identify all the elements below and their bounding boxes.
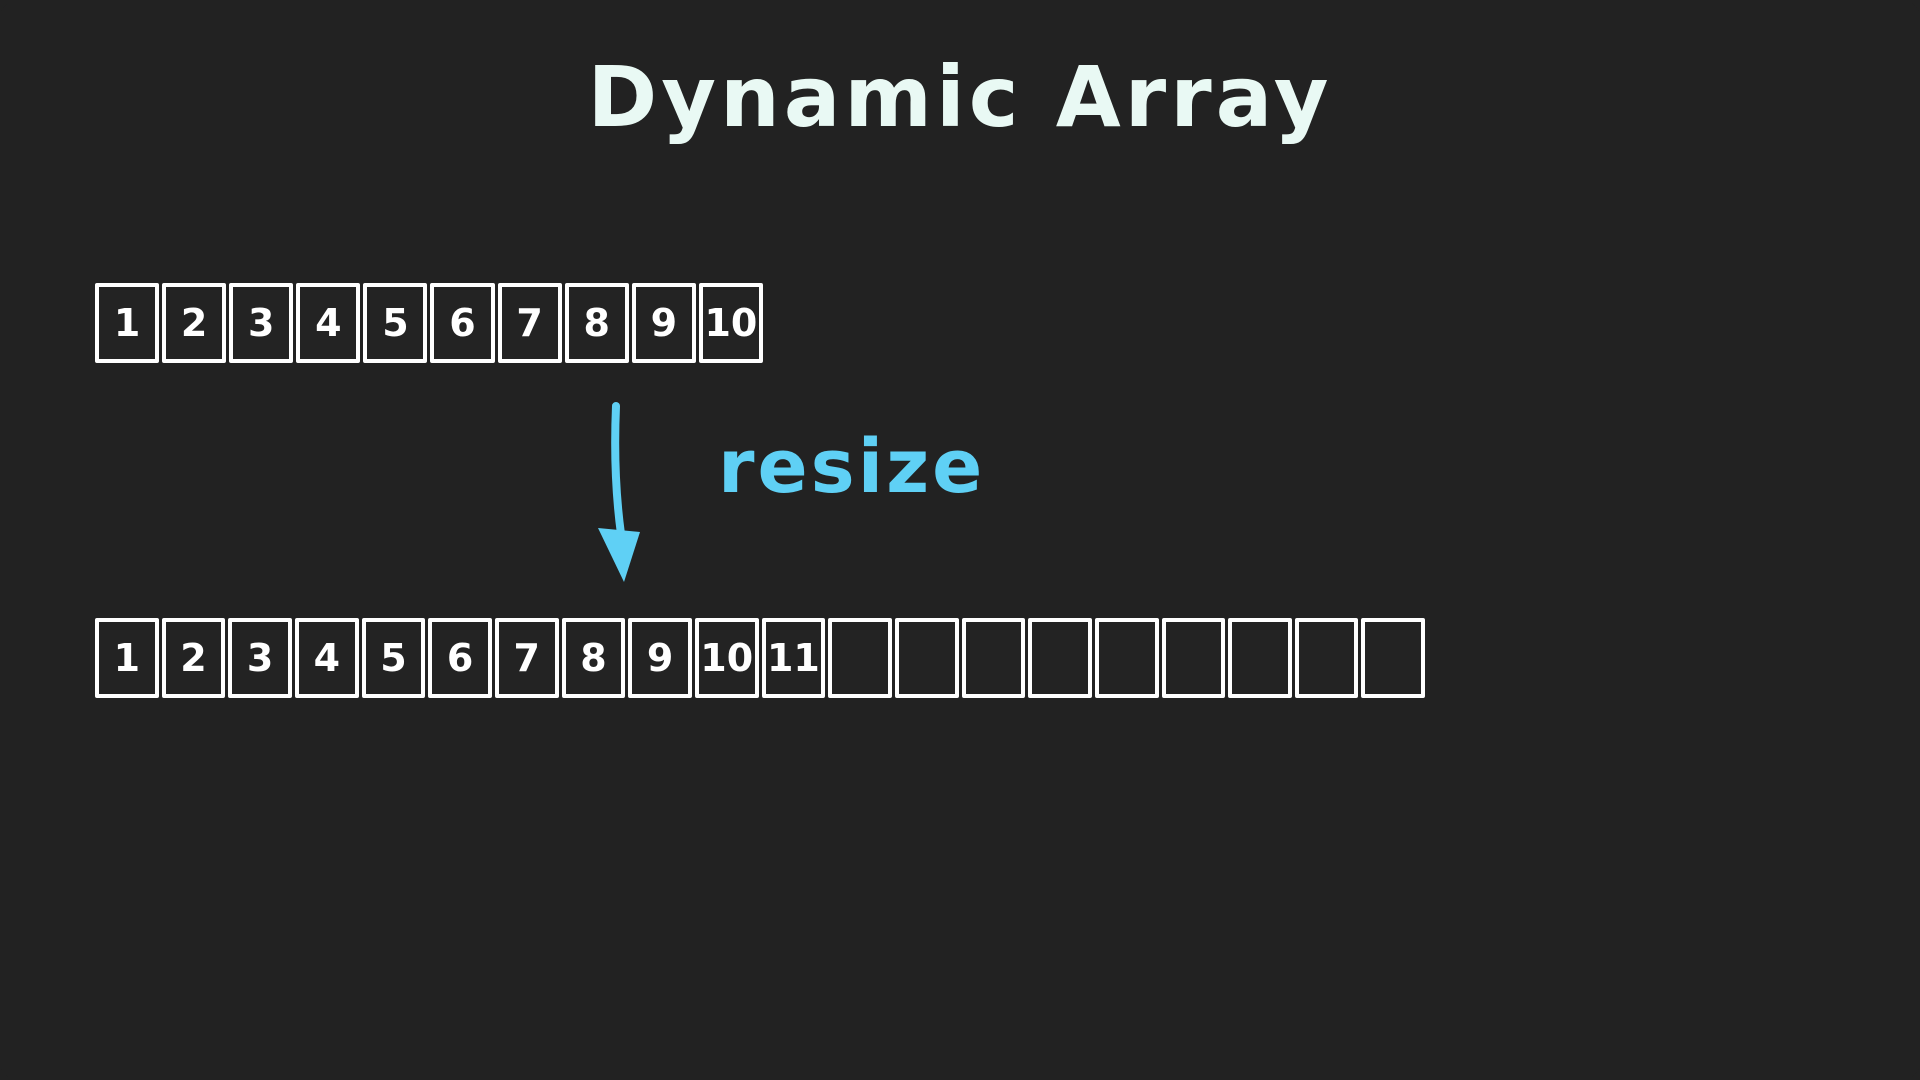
array-cell [828, 618, 892, 698]
array-cell: 5 [363, 283, 428, 363]
array-cell: 11 [761, 618, 826, 698]
array-cell: 10 [698, 283, 763, 363]
down-arrow-icon [588, 402, 652, 590]
array-cell: 5 [361, 618, 426, 698]
array-cell [894, 618, 959, 698]
array-cell [1228, 618, 1292, 698]
array-cell: 8 [561, 618, 626, 698]
array-cell [961, 618, 1026, 698]
array-cell [1161, 618, 1226, 698]
array-cell: 6 [428, 618, 492, 698]
array-cell: 8 [564, 283, 629, 363]
array-cell: 4 [294, 618, 359, 698]
array-cell: 7 [497, 283, 562, 363]
array-cell: 7 [494, 618, 559, 698]
array-cell [1294, 618, 1359, 698]
diagram-title: Dynamic Array [587, 48, 1333, 146]
array-cell: 10 [694, 618, 759, 698]
array-cell: 2 [161, 618, 226, 698]
array-cell: 3 [229, 283, 294, 363]
array-cell: 9 [631, 283, 696, 363]
array-cell: 9 [628, 618, 692, 698]
array-cell [1028, 618, 1092, 698]
resize-label: resize [718, 424, 986, 510]
array-cell [1361, 618, 1426, 698]
array-cell: 4 [296, 283, 361, 363]
array-cell: 1 [95, 283, 160, 363]
array-cell: 1 [95, 618, 159, 698]
array-cell: 2 [162, 283, 227, 363]
array-cell [1094, 618, 1159, 698]
array-cell: 6 [430, 283, 495, 363]
array-cell: 3 [228, 618, 292, 698]
